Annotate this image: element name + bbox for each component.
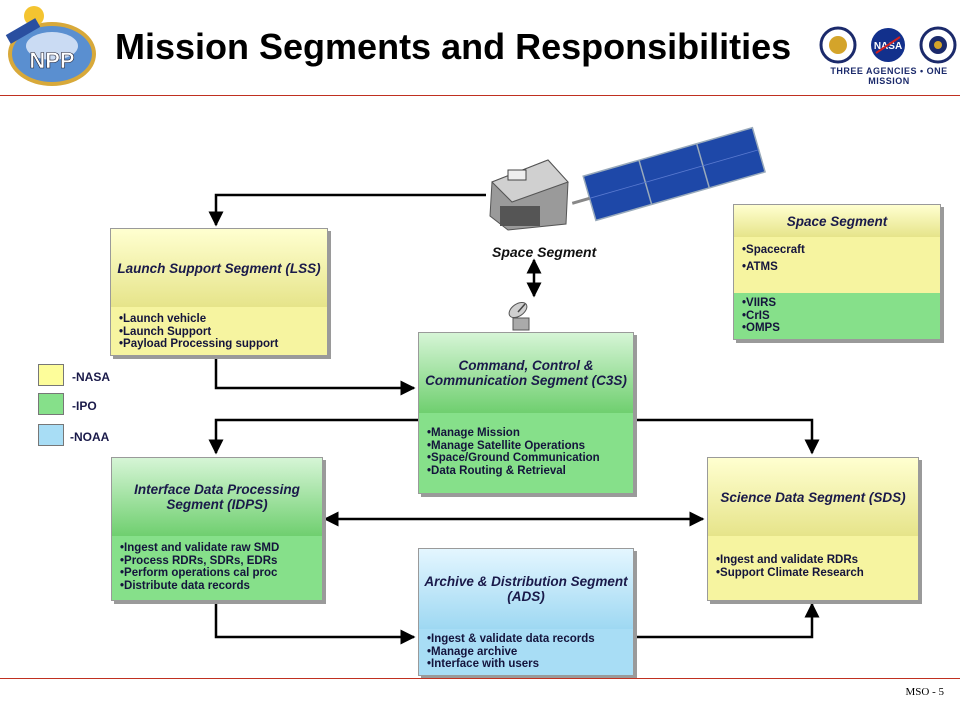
segment-sds-title: Science Data Segment (SDS)	[708, 458, 918, 536]
segment-space-nasa-items: •Spacecraft •ATMS	[734, 237, 940, 293]
list-item: •Ingest and validate raw SMD	[120, 542, 280, 554]
segment-c3s-title: Command, Control & Communication Segment…	[419, 333, 633, 413]
list-item: •OMPS	[742, 322, 780, 334]
list-item: •VIIRS	[742, 297, 777, 309]
footer-divider	[0, 678, 960, 679]
segment-lss: Launch Support Segment (LSS) •Launch veh…	[110, 228, 328, 356]
segment-sds-items: •Ingest and validate RDRs •Support Clima…	[708, 536, 918, 600]
list-item: •CrIS	[742, 309, 770, 322]
page-title: Mission Segments and Responsibilities	[115, 26, 792, 67]
segment-lss-title: Launch Support Segment (LSS)	[111, 229, 327, 307]
list-item: •Support Climate Research	[716, 566, 864, 579]
list-item: •Distribute data records	[120, 579, 250, 592]
svg-text:NASA: NASA	[874, 41, 902, 52]
segment-space: Space Segment •Spacecraft •ATMS •VIIRS •…	[733, 204, 941, 340]
legend-label-nasa: -NASA	[72, 370, 110, 384]
segment-c3s: Command, Control & Communication Segment…	[418, 332, 634, 494]
legend-swatch-ipo	[38, 393, 64, 415]
list-item: •Manage Mission	[427, 427, 520, 439]
list-item: •Process RDRs, SDRs, EDRs	[120, 554, 278, 567]
segment-lss-items: •Launch vehicle •Launch Support •Payload…	[111, 307, 327, 355]
list-item: •Ingest & validate data records	[427, 633, 595, 645]
list-item: •Payload Processing support	[119, 338, 279, 350]
segment-ads: Archive & Distribution Segment (ADS) •In…	[418, 548, 634, 676]
legend-swatch-nasa	[38, 364, 64, 386]
npp-logo: NPP	[4, 2, 100, 90]
list-item: •Data Routing & Retrieval	[427, 464, 566, 477]
segment-ads-items: •Ingest & validate data records •Manage …	[419, 629, 633, 675]
segment-c3s-items: •Manage Mission •Manage Satellite Operat…	[419, 413, 633, 493]
list-item: •Launch vehicle	[119, 313, 207, 325]
list-item: •ATMS	[742, 261, 778, 273]
agency-seals: NASA	[818, 25, 958, 85]
list-item: •Interface with users	[427, 658, 540, 670]
segment-idps: Interface Data Processing Segment (IDPS)…	[111, 457, 323, 601]
segment-space-ipo-items: •VIIRS •CrIS •OMPS	[734, 293, 940, 339]
segment-space-title: Space Segment	[734, 205, 940, 237]
list-item: •Launch Support	[119, 325, 212, 338]
list-item: •Ingest and validate RDRs	[716, 554, 859, 566]
list-item: •Manage Satellite Operations	[427, 439, 586, 452]
ground-antenna-icon	[503, 296, 539, 337]
satellite-image	[478, 120, 768, 245]
list-item: •Space/Ground Communication	[427, 452, 600, 464]
agency-tagline: THREE AGENCIES • ONE MISSION	[830, 66, 948, 86]
slide-number: MSO - 5	[905, 686, 944, 698]
legend-label-noaa: -NOAA	[70, 430, 110, 444]
segment-sds: Science Data Segment (SDS) •Ingest and v…	[707, 457, 919, 601]
svg-text:NPP: NPP	[29, 48, 74, 73]
legend-swatch-noaa	[38, 424, 64, 446]
list-item: •Spacecraft	[742, 244, 805, 256]
list-item: •Manage archive	[427, 645, 518, 658]
header-divider	[0, 95, 960, 96]
space-segment-label: Space Segment	[492, 244, 597, 260]
segment-ads-title: Archive & Distribution Segment (ADS)	[419, 549, 633, 629]
segment-idps-title: Interface Data Processing Segment (IDPS)	[112, 458, 322, 536]
legend-label-ipo: -IPO	[72, 399, 97, 413]
list-item: •Perform operations cal proc	[120, 567, 278, 579]
segment-idps-items: •Ingest and validate raw SMD •Process RD…	[112, 536, 322, 600]
